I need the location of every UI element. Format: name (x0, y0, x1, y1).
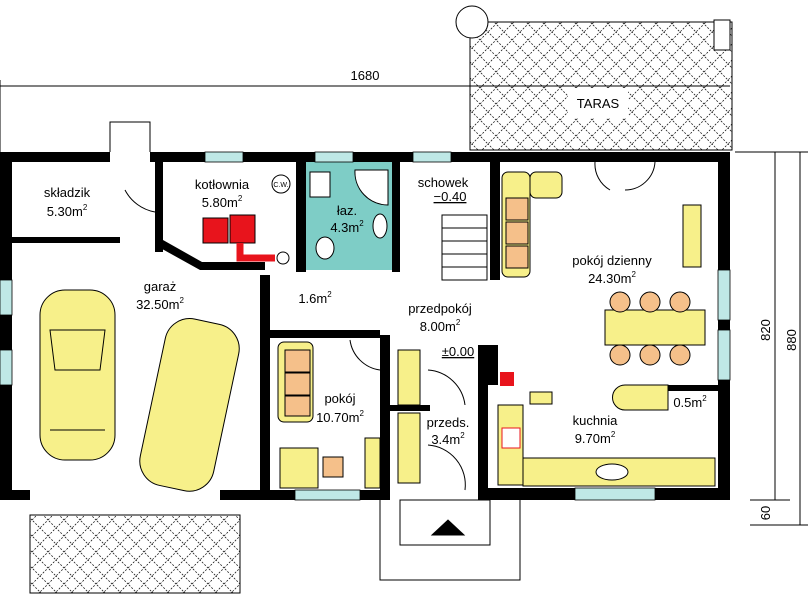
svg-text:32.50m2: 32.50m2 (136, 296, 184, 312)
svg-text:880: 880 (784, 329, 799, 351)
svg-text:5.80m2: 5.80m2 (202, 194, 243, 210)
svg-text:24.30m2: 24.30m2 (588, 270, 636, 286)
room-pokoj: pokój 10.70m2 (316, 391, 364, 425)
room-garaz: garaż 32.50m2 (136, 279, 184, 312)
svg-text:5.30m2: 5.30m2 (47, 203, 88, 219)
svg-text:0.5m2: 0.5m2 (673, 394, 707, 410)
entrance-level: ±0.00 (442, 344, 474, 359)
room-labels: składzik 5.30m2 kotłownia 5.80m2 łaz.4.3m2… (44, 175, 707, 447)
svg-text:łaz.: łaz. (337, 203, 357, 218)
svg-text:pokój: pokój (324, 391, 355, 406)
kitchen-furniture (497, 372, 716, 487)
svg-text:kotłownia: kotłownia (195, 177, 250, 192)
svg-text:3.4m2: 3.4m2 (431, 431, 465, 447)
svg-text:−0.40: −0.40 (434, 189, 467, 204)
room-schowek: schowek−0.40 (418, 175, 469, 204)
room-przedpokoj: przedpokój 8.00m2 (408, 301, 472, 334)
doors (109, 121, 656, 491)
svg-text:9.70m2: 9.70m2 (575, 430, 616, 446)
room-kotlownia: kotłownia 5.80m2 (195, 177, 250, 210)
driveway-paving (29, 514, 241, 594)
room-pokoj-dzienny: pokój dzienny 24.30m2 (572, 253, 652, 286)
bathroom-fixtures (309, 169, 389, 260)
svg-text:4.3m2: 4.3m2 (330, 219, 364, 235)
svg-text:10.70m2: 10.70m2 (316, 409, 364, 425)
svg-text:schowek: schowek (418, 175, 469, 190)
windows (0, 151, 731, 501)
terrace: TARAS (455, 5, 733, 151)
svg-text:kuchnia: kuchnia (573, 413, 619, 428)
boiler: C.W. (202, 174, 291, 265)
room-przedsionek: przeds.3.4m2 (427, 415, 470, 447)
room-closet: 1.6m2 (298, 290, 332, 306)
entrance-porch (379, 499, 521, 581)
dimension-width: 1680 (0, 68, 730, 155)
svg-text:garaż: garaż (144, 279, 177, 294)
plant-icon (455, 5, 489, 39)
terrace-label: TARAS (577, 96, 620, 111)
dimension-depth: 820 880 60 (735, 151, 808, 526)
svg-text:1680: 1680 (351, 68, 380, 83)
svg-text:1.6m2: 1.6m2 (298, 290, 332, 306)
svg-text:przedpokój: przedpokój (408, 301, 472, 316)
boiler-tag: C.W. (273, 182, 288, 189)
svg-text:8.00m2: 8.00m2 (420, 318, 461, 334)
room-lazienka: łaz.4.3m2 (330, 203, 364, 235)
svg-text:820: 820 (758, 319, 773, 341)
svg-text:60: 60 (758, 506, 773, 520)
svg-text:przeds.: przeds. (427, 415, 470, 430)
stairs (441, 214, 488, 281)
cars (39, 289, 240, 492)
svg-text:składzik: składzik (44, 185, 91, 200)
room-furniture (277, 341, 421, 489)
svg-text:pokój dzienny: pokój dzienny (572, 253, 652, 268)
living-furniture (501, 171, 706, 411)
room-pantry: 0.5m2 (673, 394, 707, 410)
room-skladzik: składzik 5.30m2 (44, 185, 91, 219)
room-kuchnia: kuchnia 9.70m2 (573, 413, 619, 446)
